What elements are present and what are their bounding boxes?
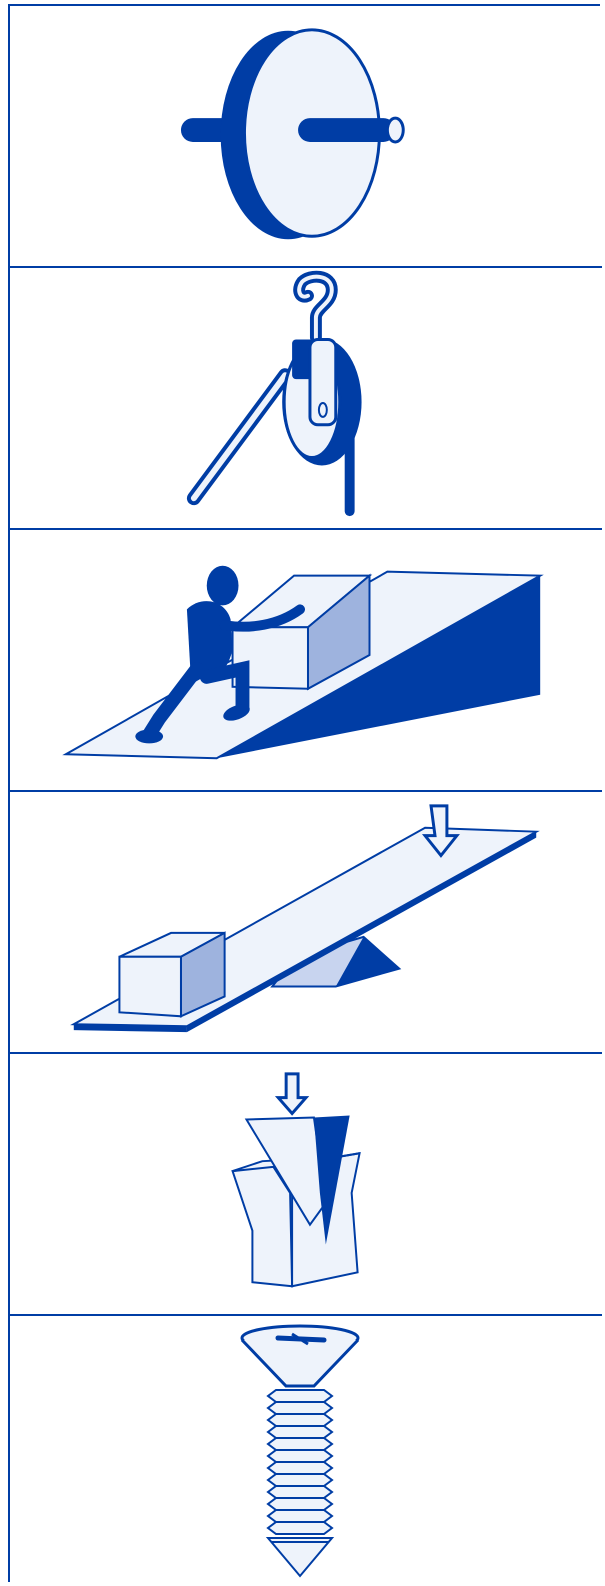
wedge-icon [10, 1054, 600, 1314]
cell-pulley [10, 268, 602, 530]
cell-inclined-plane [10, 530, 602, 792]
screw-icon [10, 1316, 600, 1584]
inclined-plane-icon [10, 530, 600, 790]
cell-wheel-and-axle [10, 6, 602, 268]
pulley-icon [10, 268, 600, 528]
cell-screw [10, 1316, 602, 1584]
lever-icon [10, 792, 600, 1052]
wheel-and-axle-icon [10, 6, 600, 266]
cell-lever [10, 792, 602, 1054]
simple-machines-panel [8, 4, 600, 1582]
cell-wedge [10, 1054, 602, 1316]
